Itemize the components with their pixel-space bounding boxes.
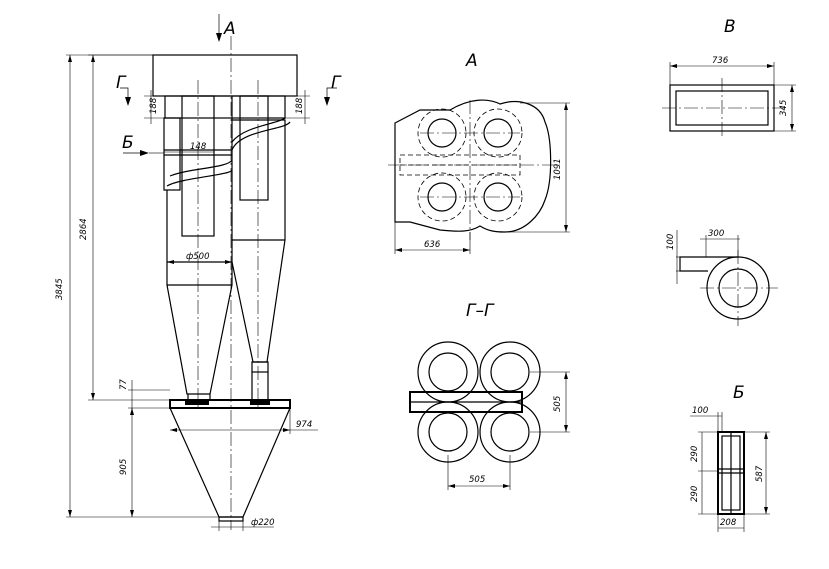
dim-v-pipe-width: 300 [708,229,724,239]
dim-188-left: 188 [149,97,159,114]
dim-phi-220: ф220 [251,518,275,528]
view-section-gg: Г–Г 505 505 [409,301,570,490]
inlet-box [163,117,181,191]
section-g-left-marker: Г [116,73,127,93]
dim-b-lower: 290 [690,486,700,502]
top-collector-box [152,54,298,97]
view-gg-title: Г–Г [466,301,495,321]
section-g-right-marker: Г [331,73,342,93]
view-a-outline [394,99,552,233]
dim-v-height: 345 [779,100,789,116]
view-a: А 636 1091 [388,51,570,254]
dim-total-height: 3845 [55,278,65,300]
dim-v-pipe-height: 100 [666,234,676,250]
right-outlet-pipe [239,95,269,201]
hopper-cone [169,407,291,518]
dim-phi-500: ф500 [186,252,210,262]
view-v-cyclone-outer [706,256,770,320]
view-a-marker: А [223,19,236,39]
dim-v-width: 736 [712,56,729,66]
hopper-flange [169,399,291,409]
left-cyclone-cone [166,284,233,395]
view-b: Б 100 290 290 587 208 [690,383,770,532]
dim-gg-width: 505 [469,475,485,485]
dim-a-width: 636 [424,240,441,250]
view-b-title: Б [733,383,745,403]
dim-b-height: 587 [755,465,765,482]
view-a-title: А [465,51,478,71]
main-elevation-view: А Г Г Б 3845 2864 77 [55,14,342,531]
left-cyclone-cylinder [166,190,232,286]
view-v: В 736 345 300 100 [662,17,796,326]
dim-b-top: 100 [692,406,708,416]
dim-905: 905 [119,459,129,475]
dim-b-upper: 290 [690,446,700,462]
right-cyclone-cylinder [232,119,286,240]
dim-148: 148 [190,142,207,152]
dim-upper-height: 2864 [79,218,89,240]
dim-gg-height: 505 [553,396,563,412]
dim-b-width: 208 [720,518,737,528]
outlet-manifold [164,95,286,119]
dim-974: 974 [296,420,312,430]
right-spiral-inlet [231,121,291,151]
section-b-marker: Б [122,133,134,153]
dim-a-height: 1091 [553,158,563,180]
left-spiral-inlet [166,169,233,187]
dim-77: 77 [119,379,129,390]
view-v-title: В [724,17,736,37]
right-cyclone-cone [231,239,286,363]
dim-188-right: 188 [295,97,305,114]
